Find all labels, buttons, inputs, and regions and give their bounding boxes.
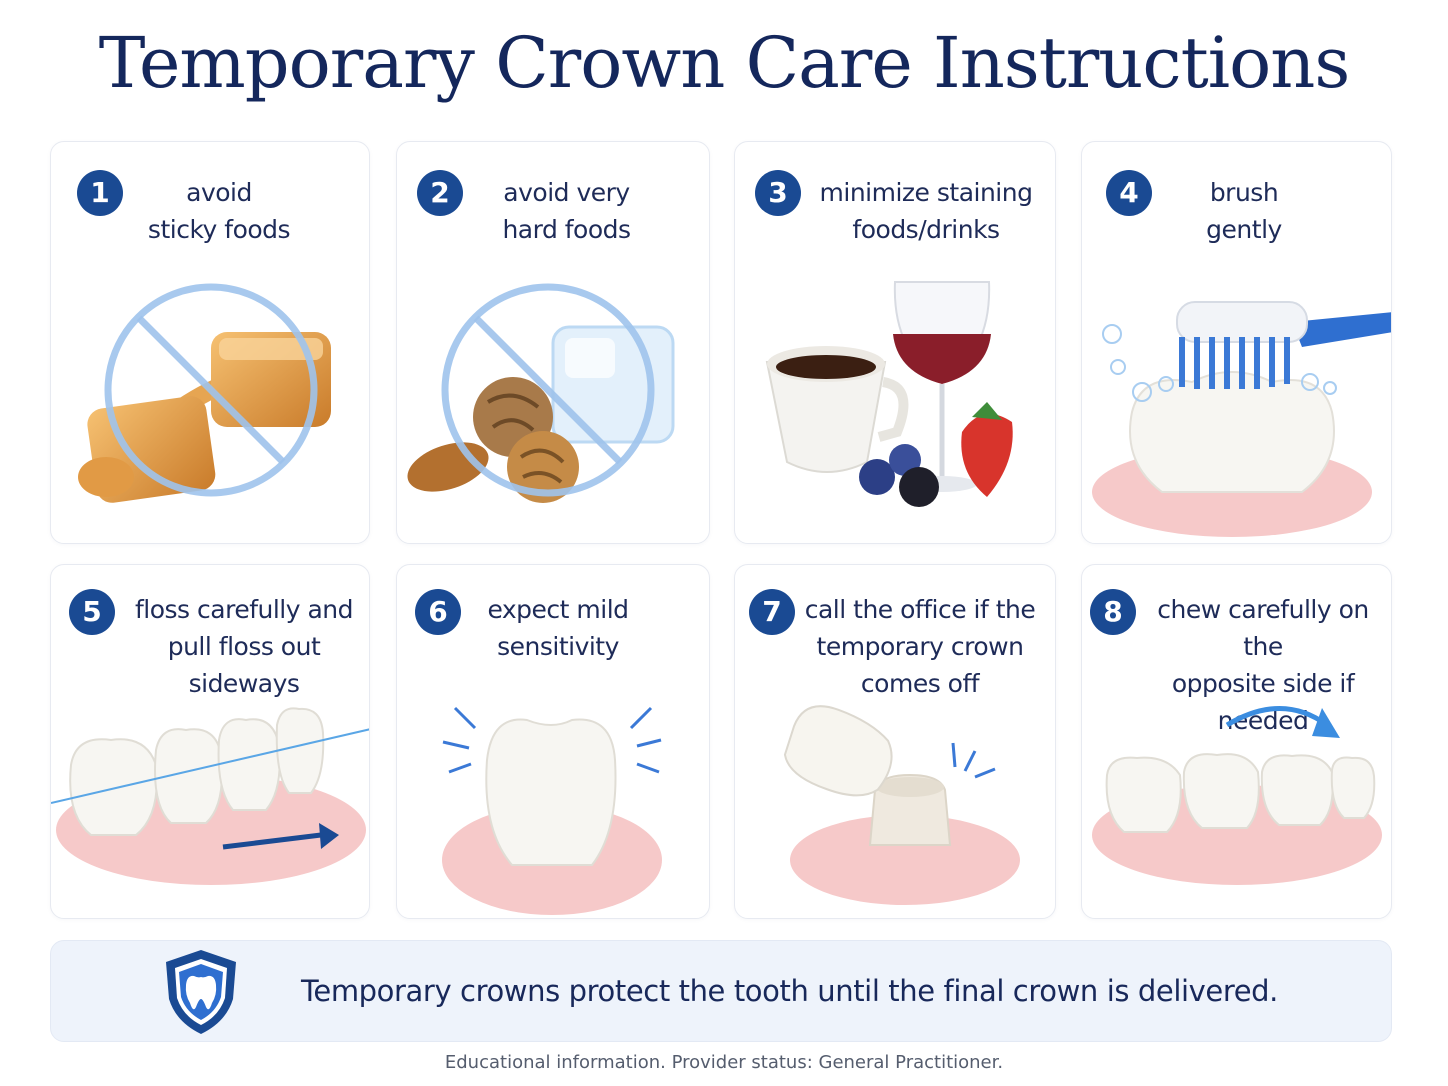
- step-number-badge: 8: [1090, 589, 1136, 635]
- step-card-3: 3 minimize staining foods/drinks: [734, 141, 1056, 544]
- step-number-badge: 3: [755, 170, 801, 216]
- teeth-floss-icon: [51, 707, 369, 885]
- step-card-7: 7 call the office if the temporary crown…: [734, 564, 1056, 919]
- step-label: avoid sticky foods: [147, 178, 291, 244]
- step-card-5: 5 floss carefully and pull floss out sid…: [50, 564, 370, 919]
- step-number-badge: 1: [77, 170, 123, 216]
- sensitive-tooth-icon: [442, 706, 662, 915]
- step-label: floss carefully and pull floss out sidew…: [134, 595, 354, 698]
- step-label: minimize staining foods/drinks: [819, 178, 1033, 244]
- sticky-caramel-prohibited-icon: [78, 283, 331, 503]
- step-card-8: 8 chew carefully on the opposite side if…: [1081, 564, 1392, 919]
- footer-note: Educational information. Provider status…: [444, 1052, 1004, 1073]
- step-number-badge: 6: [415, 589, 461, 635]
- step-card-2: 2 avoid very hard foods: [396, 141, 710, 544]
- step-label: call the office if the temporary crown c…: [804, 595, 1036, 698]
- nuts-ice-prohibited-icon: [407, 283, 675, 503]
- step-number-badge: 2: [417, 170, 463, 216]
- step-label: avoid very hard foods: [502, 178, 631, 244]
- crown-off-icon: [783, 705, 1020, 905]
- page-title: Temporary Crown Care Instructions: [98, 22, 1351, 104]
- toothbrush-tooth-icon: [1092, 301, 1391, 537]
- teeth-chew-opposite-side-icon: [1092, 706, 1382, 885]
- banner-message: Temporary crowns protect the tooth until…: [301, 974, 1279, 1008]
- tooth-shield-icon: [166, 950, 236, 1034]
- step-label: chew carefully on the opposite side if n…: [1157, 595, 1369, 735]
- step-card-6: 6 expect mild sensitivity: [396, 564, 710, 919]
- coffee-wine-berries-icon: [765, 281, 1013, 507]
- step-label: brush gently: [1206, 178, 1282, 244]
- step-number-badge: 5: [69, 589, 115, 635]
- step-number-badge: 4: [1106, 170, 1152, 216]
- step-card-1: 1 avoid sticky foods: [50, 141, 370, 544]
- step-card-4: 4 brush gently: [1081, 141, 1392, 544]
- info-banner: Temporary crowns protect the tooth until…: [50, 940, 1392, 1042]
- step-number-badge: 7: [749, 589, 795, 635]
- step-label: expect mild sensitivity: [487, 595, 629, 661]
